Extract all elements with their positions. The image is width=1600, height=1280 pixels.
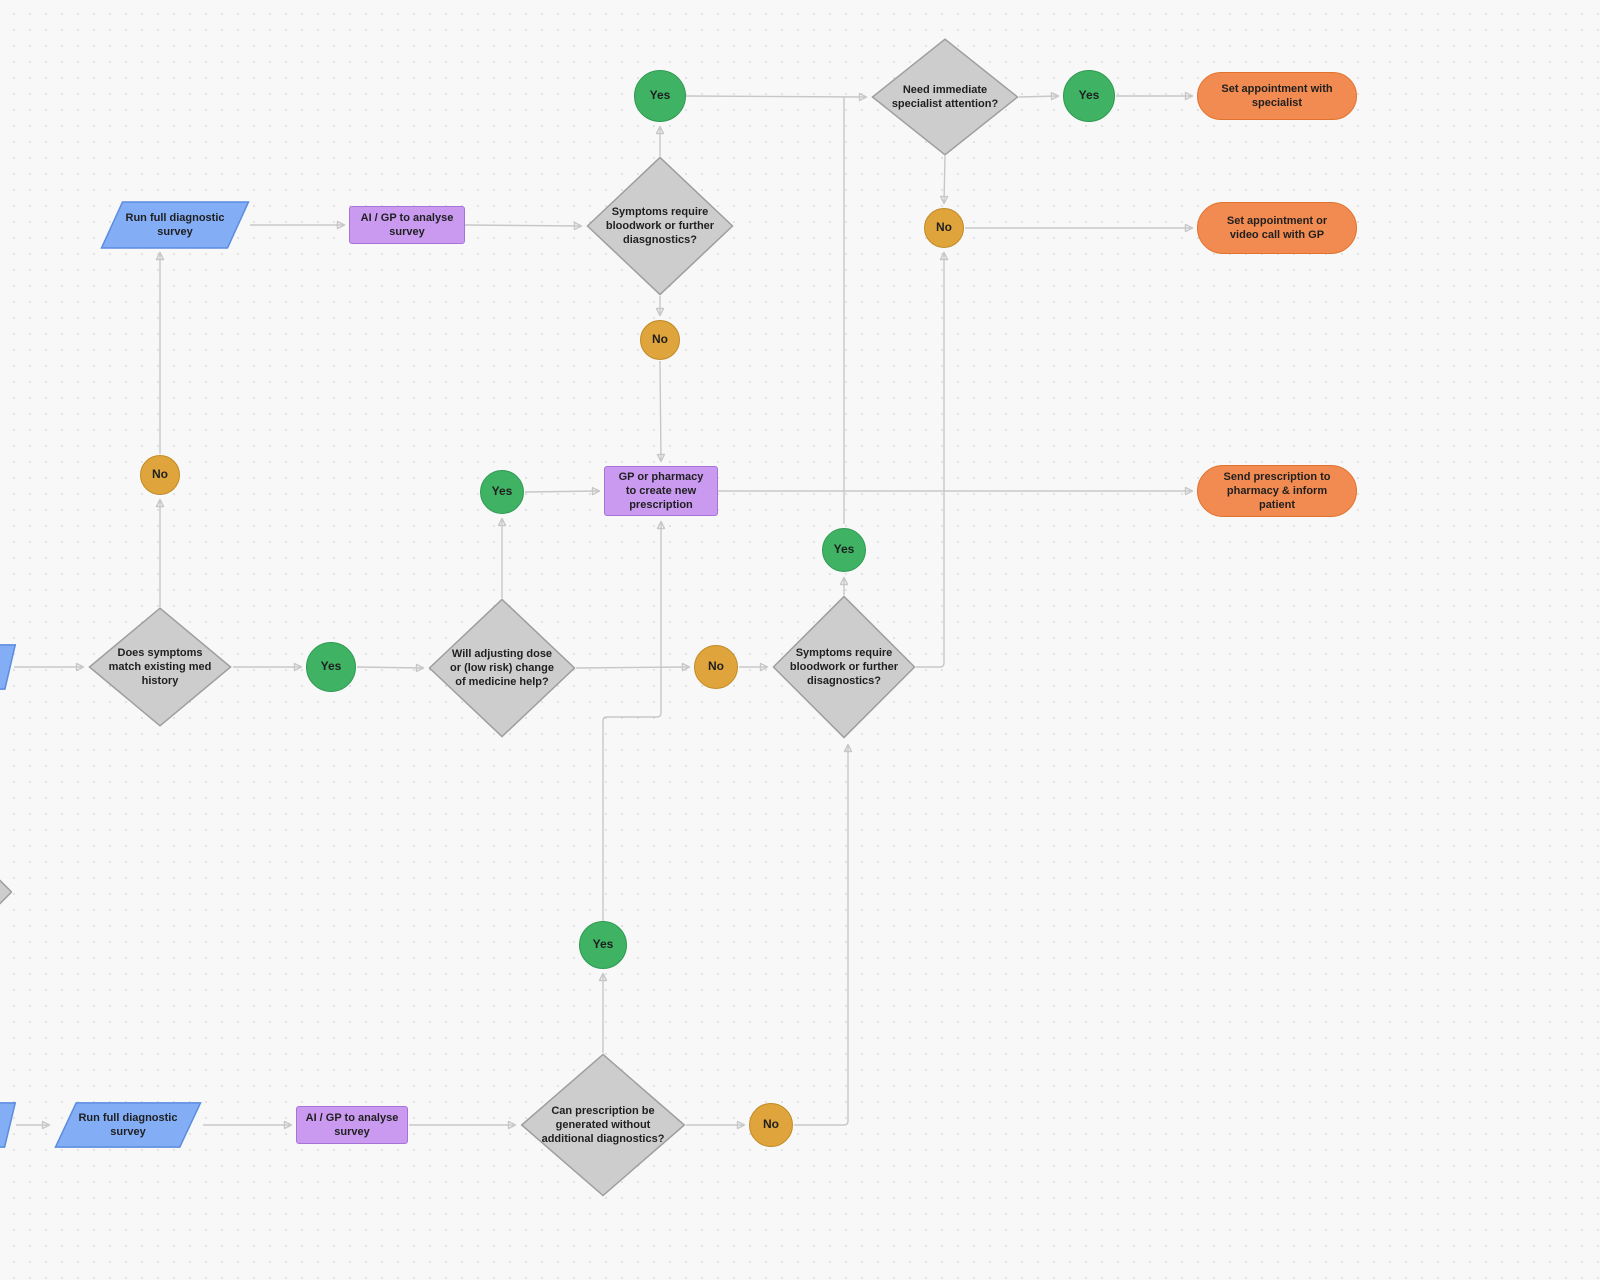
edge-yes-adjustdose[interactable] (356, 663, 425, 673)
edge-analyse-bloodworktop[interactable] (464, 221, 583, 231)
node-yes-history[interactable]: Yes (306, 642, 356, 692)
node-label: Set appointment or video call with GP (1226, 214, 1328, 241)
node-symptoms-bloodwork-mid[interactable]: Symptoms require bloodwork or further di… (772, 595, 916, 739)
parallelogram-shape (54, 1102, 202, 1148)
diamond-shape (520, 1053, 686, 1197)
node-label: Yes (491, 484, 513, 499)
node-analyse-survey-top[interactable]: AI / GP to analyse survey (349, 206, 465, 244)
node-partial-input-bottom-left[interactable] (0, 1102, 16, 1148)
parallelogram-shape (100, 201, 250, 249)
edge-specialistcheck-no[interactable] (939, 155, 949, 205)
node-label: No (152, 467, 168, 482)
node-label: Can prescription be generated without ad… (541, 1104, 665, 1146)
parallelogram-shape (0, 644, 16, 690)
edge-no-bloodworkmid-bottom[interactable] (794, 743, 853, 1126)
node-analyse-survey-bottom[interactable]: AI / GP to analyse survey (296, 1106, 408, 1144)
diamond-shape (871, 38, 1019, 156)
node-yes-prescription[interactable]: Yes (579, 921, 627, 969)
node-run-diagnostic-survey-top[interactable]: Run full diagnostic survey (100, 201, 250, 249)
node-partial-input-mid-left[interactable] (0, 644, 16, 690)
node-label: AI / GP to analyse survey (360, 211, 454, 238)
node-yes-bloodwork-mid[interactable]: Yes (822, 528, 866, 572)
node-label: Symptoms require bloodwork or further di… (605, 205, 715, 247)
node-no-adjust[interactable]: No (694, 645, 738, 689)
edge-yesadjust-createprescription[interactable] (524, 486, 601, 496)
node-label: No (652, 332, 668, 347)
node-label: Yes (833, 542, 855, 557)
node-symptoms-bloodwork-top[interactable]: Symptoms require bloodwork or further di… (586, 156, 734, 296)
node-label: Will adjusting dose or (low risk) change… (450, 647, 554, 689)
node-label: Yes (320, 659, 342, 674)
node-label: AI / GP to analyse survey (305, 1111, 399, 1138)
node-label: Set appointment with specialist (1221, 82, 1333, 109)
edge-yes-createprescription[interactable] (602, 520, 666, 921)
node-yes-adjust[interactable]: Yes (480, 470, 524, 514)
node-label: Run full diagnostic survey (125, 211, 225, 238)
node-yes-specialist[interactable]: Yes (1063, 70, 1115, 122)
node-label: Yes (1078, 88, 1100, 103)
node-label: Send prescription to pharmacy & inform p… (1223, 470, 1331, 512)
node-set-appointment-specialist[interactable]: Set appointment with specialist (1197, 72, 1357, 120)
node-label: Yes (649, 88, 671, 103)
edge-adjustdose-no[interactable] (575, 662, 691, 672)
node-match-history[interactable]: Does symptoms match existing med history (88, 607, 232, 727)
node-partial-shape-left[interactable] (0, 870, 12, 914)
node-label: Does symptoms match existing med history (108, 646, 212, 688)
node-adjust-dose[interactable]: Will adjusting dose or (low risk) change… (428, 598, 576, 738)
node-no-prescription[interactable]: No (749, 1103, 793, 1147)
diamond-shape (772, 595, 916, 739)
edge-specialistcheck-yes[interactable] (1018, 91, 1060, 101)
diamond-shape (0, 870, 12, 914)
node-label: Need immediate specialist attention? (891, 83, 999, 110)
diamond-shape (88, 607, 232, 727)
node-label: No (708, 659, 724, 674)
node-label: GP or pharmacy to create new prescriptio… (618, 470, 704, 512)
node-label: Yes (592, 937, 614, 952)
node-send-prescription[interactable]: Send prescription to pharmacy & inform p… (1197, 465, 1357, 517)
node-label: Symptoms require bloodwork or further di… (789, 646, 899, 688)
node-run-diagnostic-survey-bottom[interactable]: Run full diagnostic survey (54, 1102, 202, 1148)
node-no-specialist[interactable]: No (924, 208, 964, 248)
node-label: No (763, 1117, 779, 1132)
node-can-generate-prescription[interactable]: Can prescription be generated without ad… (520, 1053, 686, 1197)
node-no-bloodwork-top[interactable]: No (640, 320, 680, 360)
node-label: Run full diagnostic survey (78, 1111, 178, 1138)
node-set-appointment-gp[interactable]: Set appointment or video call with GP (1197, 202, 1357, 254)
node-yes-top[interactable]: Yes (634, 70, 686, 122)
edge-no-createprescription[interactable] (656, 360, 666, 463)
edge-yes-specialistcheck[interactable] (685, 92, 868, 102)
node-label: No (936, 220, 952, 235)
diamond-shape (428, 598, 576, 738)
node-create-prescription[interactable]: GP or pharmacy to create new prescriptio… (604, 466, 718, 516)
edge-bloodworkmid-nospecialist[interactable] (916, 251, 949, 668)
node-no-history[interactable]: No (140, 455, 180, 495)
node-need-specialist[interactable]: Need immediate specialist attention? (871, 38, 1019, 156)
diamond-shape (586, 156, 734, 296)
parallelogram-shape (0, 1102, 16, 1148)
